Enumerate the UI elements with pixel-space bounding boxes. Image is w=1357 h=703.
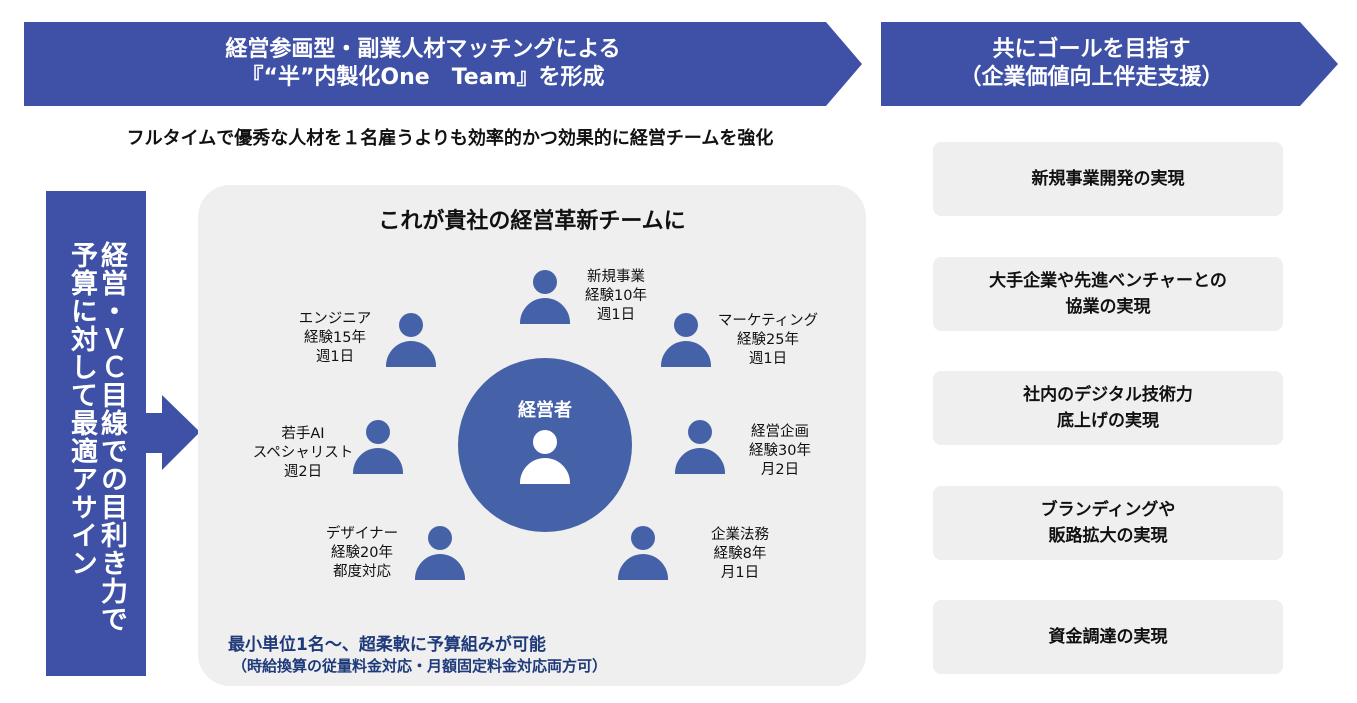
selection-bar: 経営・ＶＣ目線での目利き力で 予算に対して最適アサイン [46,191,146,676]
person-head-icon [631,526,655,550]
goal-card: 社内のデジタル技術力底上げの実現 [933,371,1283,445]
goal-card: 資金調達の実現 [933,600,1283,674]
text-line: 経験20年 [331,545,393,561]
right-banner-line2: （企業価値向上伴走支援） [959,65,1224,90]
person-head-icon [399,313,423,337]
person-body-icon [618,554,668,580]
person-icon [386,313,436,367]
text-line: エンジニア [298,311,372,327]
text-line: 月2日 [760,462,800,478]
text-line: 経営企画 [751,424,809,440]
text-line: 週1日 [748,351,788,367]
goal-card: 大手企業や先進ベンチャーとの協業の実現 [933,257,1283,331]
goal-card: 新規事業開発の実現 [933,142,1283,216]
person-icon [520,430,570,484]
person-head-icon [688,420,712,444]
text-line: スペシャリスト [252,445,354,461]
selection-text: 経営・ＶＣ目線での目利き力で 予算に対して最適アサイン [66,241,127,676]
selection-text-col1: 経営・ＶＣ目線での目利き力で [96,241,127,633]
team-panel-title: これが貴社の経営革新チームに [378,209,686,234]
text-line: 経験15年 [304,330,366,346]
text-line: 経験10年 [585,288,647,304]
text-line: 週1日 [315,349,355,365]
text-line: 若手AI [281,426,325,442]
text-line: 月1日 [720,565,760,581]
executive-label: 経営者 [518,400,572,421]
text-line: 経験8年 [713,546,767,562]
person-icon [353,420,403,474]
member-label: デザイナー経験20年都度対応 [297,525,427,582]
person-head-icon [674,313,698,337]
text-line: 底上げの実現 [1057,411,1159,431]
right-banner: 共にゴールを目指す （企業価値向上伴走支援） [881,22,1338,106]
person-icon [675,420,725,474]
text-line: デザイナー [325,526,399,542]
text-line: 週1日 [596,307,636,323]
member-label: エンジニア経験15年週1日 [270,310,400,367]
text-line: 新規事業 [587,269,645,285]
text-line: 都度対応 [333,564,391,580]
text-line: 社内のデジタル技術力 [1023,385,1193,405]
left-banner: 経営参画型・副業人材マッチングによる 『“半”内製化One Team』を形成 [24,22,862,106]
member-label: 経営企画経験30年月2日 [715,423,845,480]
member-label: マーケティング経験25年週1日 [703,312,833,369]
text-line: ブランディングや [1040,500,1176,520]
person-icon [618,526,668,580]
text-line: 経験25年 [737,332,799,348]
text-line: 週2日 [283,464,323,480]
budget-note-detail: （時給換算の従量料金対応・月額固定料金対応両方可） [232,657,608,675]
text-line: マーケティング [717,313,819,329]
member-label: 若手AI スペシャリスト週2日 [238,425,368,482]
person-body-icon [520,458,570,484]
person-head-icon [533,270,557,294]
budget-note: 最小単位1名～、超柔軟に予算組みが可能 [228,635,546,655]
person-head-icon [366,420,390,444]
member-label: 新規事業経験10年週1日 [551,268,681,325]
text-line: 新規事業開発の実現 [1031,169,1185,189]
text-line: 協業の実現 [1065,297,1151,317]
left-banner-line1: 経営参画型・副業人材マッチングによる [225,37,621,62]
member-label: 企業法務経験8年月1日 [675,526,805,583]
text-line: 大手企業や先進ベンチャーとの [989,271,1227,291]
person-icon [415,526,465,580]
person-icon [661,313,711,367]
selection-text-col2: 予算に対して最適アサイン [66,241,97,577]
subtitle: フルタイムで優秀な人材を１名雇うよりも効率的かつ効果的に経営チームを強化 [126,128,774,149]
goal-card: ブランディングや販路拡大の実現 [933,486,1283,560]
right-banner-line1: 共にゴールを目指す [992,37,1191,62]
text-line: 企業法務 [711,527,769,543]
text-line: 資金調達の実現 [1048,627,1168,647]
person-icon [520,270,570,324]
person-head-icon [533,430,557,454]
left-banner-line2: 『“半”内製化One Team』を形成 [241,65,605,90]
right-arrow-icon [146,395,200,470]
executive-circle: 経営者 [458,358,632,532]
text-line: 販路拡大の実現 [1048,526,1168,546]
text-line: 経験30年 [749,443,811,459]
person-head-icon [428,526,452,550]
